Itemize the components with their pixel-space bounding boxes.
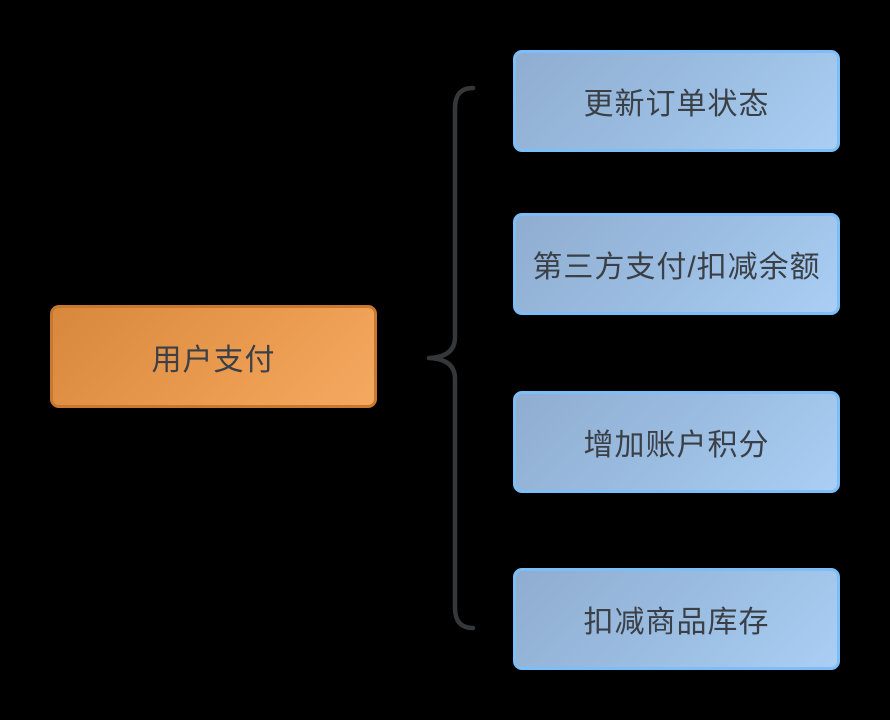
node-label: 更新订单状态 — [583, 88, 770, 121]
node-add-account-points: 增加账户积分 — [513, 391, 840, 493]
node-label: 扣减商品库存 — [583, 606, 770, 639]
node-update-order-status: 更新订单状态 — [513, 50, 840, 152]
node-label: 第三方支付/扣减余额 — [532, 251, 821, 284]
node-label: 增加账户积分 — [583, 429, 770, 462]
node-thirdparty-payment-deduct-balance: 第三方支付/扣减余额 — [513, 213, 840, 315]
curly-brace-icon — [426, 85, 476, 631]
node-label: 用户支付 — [151, 343, 276, 377]
node-user-payment: 用户支付 — [50, 305, 377, 408]
node-deduct-product-inventory: 扣减商品库存 — [513, 568, 840, 670]
